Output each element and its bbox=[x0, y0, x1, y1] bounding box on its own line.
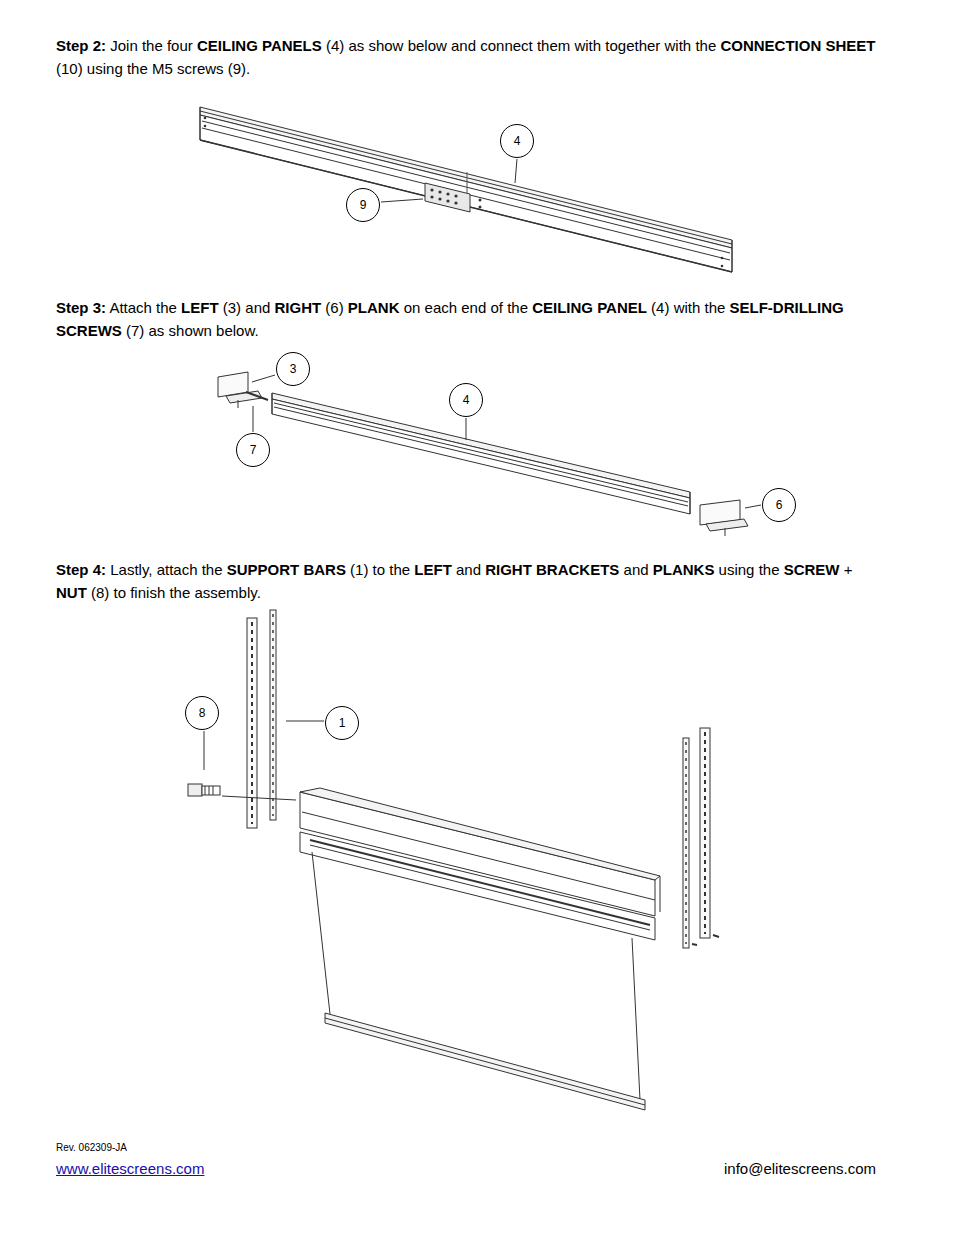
callout-number: 3 bbox=[290, 363, 297, 375]
ceiling-panel-with-planks bbox=[218, 372, 761, 536]
callout-circle: 4 bbox=[500, 124, 534, 158]
callout-number: 8 bbox=[199, 707, 206, 719]
ceiling-panel-joined bbox=[200, 107, 732, 272]
step-instruction: Step 3: Attach the LEFT (3) and RIGHT (6… bbox=[56, 296, 886, 342]
support-bars-and-screen bbox=[188, 610, 719, 1110]
revision-note: Rev. 062309-JA bbox=[56, 1141, 256, 1154]
callout-circle: 1 bbox=[325, 706, 359, 740]
step-instruction: Step 2: Join the four CEILING PANELS (4)… bbox=[56, 34, 886, 80]
callout-circle: 7 bbox=[236, 433, 270, 467]
callout-circle: 8 bbox=[185, 696, 219, 730]
callout-number: 6 bbox=[776, 499, 783, 511]
website-link: www.elitescreens.com bbox=[56, 1157, 316, 1180]
callout-circle: 3 bbox=[276, 352, 310, 386]
callout-number: 7 bbox=[250, 444, 257, 456]
callout-circle: 9 bbox=[346, 188, 380, 222]
callout-number: 1 bbox=[339, 717, 346, 729]
callout-circle: 4 bbox=[449, 383, 483, 417]
callout-number: 4 bbox=[514, 135, 521, 147]
callout-circle: 6 bbox=[762, 488, 796, 522]
step-instruction: Step 4: Lastly, attach the SUPPORT BARS … bbox=[56, 558, 886, 604]
contact-email: info@elitescreens.com bbox=[676, 1157, 876, 1180]
callout-number: 4 bbox=[463, 394, 470, 406]
callout-number: 9 bbox=[360, 199, 367, 211]
